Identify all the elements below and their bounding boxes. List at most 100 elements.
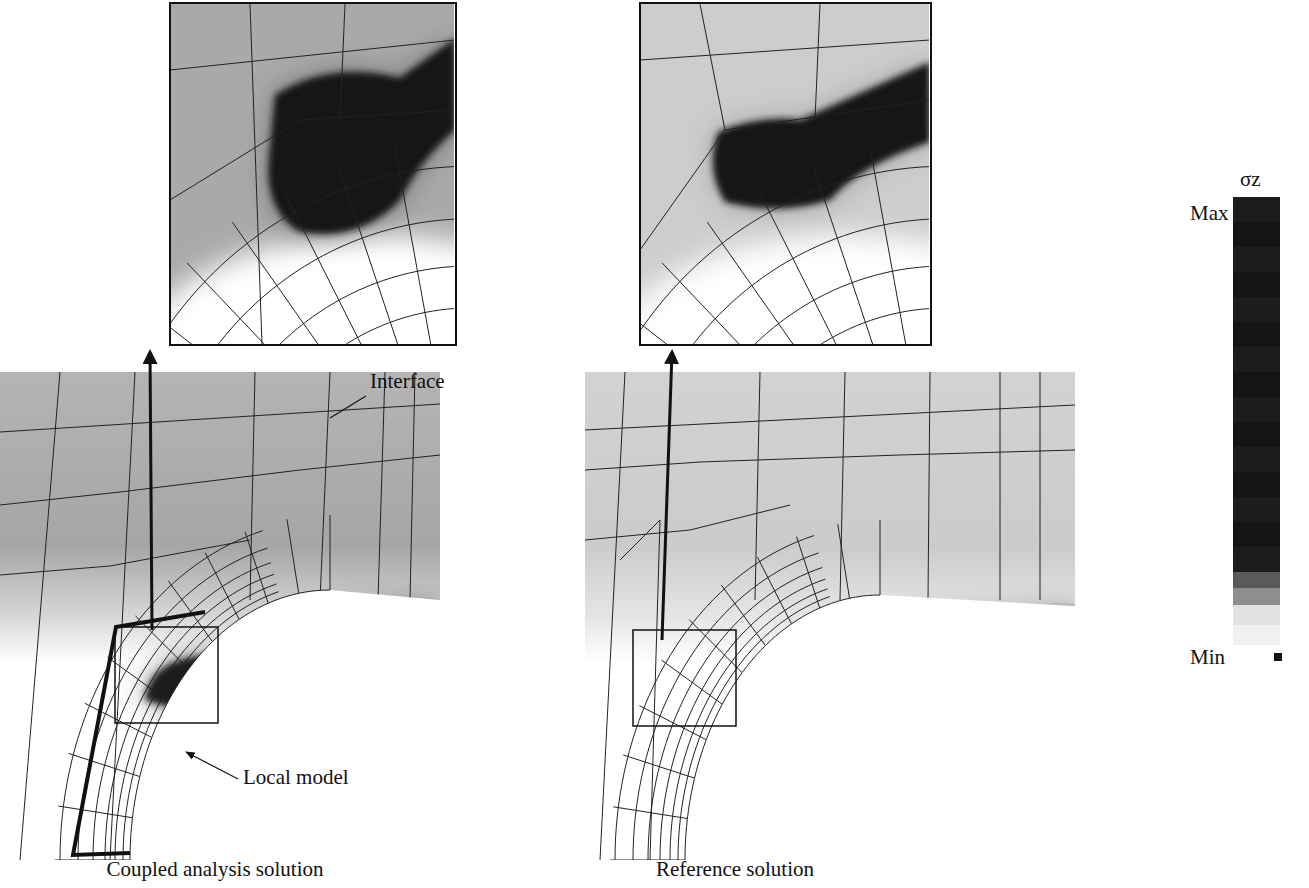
mesh-line [110, 540, 250, 566]
mesh-line [300, 110, 454, 120]
scale-band [1233, 497, 1280, 522]
leader-arrow [186, 752, 238, 779]
mesh-line [812, 164, 888, 344]
mesh-lines [171, 4, 454, 344]
scale-band [1233, 605, 1280, 625]
stress-shading [585, 372, 1075, 662]
mesh-line [755, 372, 760, 600]
mesh-line [250, 4, 262, 344]
mesh-line [758, 189, 866, 344]
mesh-line [585, 405, 1075, 430]
mesh-line [900, 450, 1075, 455]
low-stress-region [171, 235, 454, 344]
scale-band [1233, 222, 1280, 247]
scale-band [1233, 197, 1280, 222]
mesh-line [700, 455, 900, 462]
mesh-line [623, 755, 694, 778]
mesh-line [641, 219, 929, 344]
mesh-line [0, 404, 440, 432]
high-stress-band [765, 608, 1075, 686]
mesh-line [650, 520, 660, 860]
mesh-line [232, 222, 369, 344]
zoom-frame [640, 3, 931, 345]
scale-band [1233, 472, 1280, 497]
local-model-outline [73, 612, 205, 855]
mesh-line [641, 310, 808, 344]
clipped-zoom [641, 4, 929, 344]
scale-title: σz [1240, 168, 1261, 191]
mesh-line [797, 537, 820, 608]
mesh-lines [585, 372, 1075, 860]
mesh-line [20, 372, 60, 860]
low-stress-region [641, 235, 929, 344]
callout-label: Interface [370, 370, 445, 393]
clipped-solid [585, 372, 1075, 860]
annotation-lines [73, 352, 672, 855]
scale-limit: Max [1190, 202, 1229, 225]
scale-band [1233, 625, 1280, 645]
mesh-line [641, 130, 725, 250]
mesh-line [205, 553, 239, 620]
mesh-line [168, 581, 212, 642]
mesh-line [880, 520, 881, 595]
clipped-solid [0, 372, 440, 860]
mesh-line [928, 372, 930, 600]
mesh-line [120, 470, 300, 492]
mesh-line [171, 310, 333, 344]
scale-band [1233, 397, 1280, 422]
mesh-line [283, 189, 391, 344]
mesh-line [187, 263, 350, 344]
mesh-line [115, 584, 277, 860]
mesh-line [641, 40, 929, 60]
mesh-line [705, 308, 929, 344]
mesh-line [662, 263, 825, 344]
high-stress-band [269, 38, 454, 234]
mesh-line [700, 4, 725, 130]
scale-band [1233, 322, 1280, 347]
fillet-boundary [685, 595, 880, 860]
mesh-line [585, 462, 700, 470]
mesh-line [585, 530, 690, 540]
scale-band [1233, 572, 1280, 588]
scale-band [1233, 297, 1280, 322]
mesh-lines [0, 372, 440, 860]
coupled-model-view [0, 372, 440, 860]
mesh-line [110, 372, 135, 860]
stress-halo [765, 608, 1075, 686]
mesh-line [665, 266, 929, 344]
mesh-line [395, 147, 438, 344]
mesh-line [600, 372, 625, 860]
mesh-line [690, 505, 790, 530]
scale-band [1233, 372, 1280, 397]
clipped-zoom [171, 4, 454, 344]
stress-halo [713, 62, 929, 209]
zoom-frame [170, 3, 456, 345]
scale-band [1233, 347, 1280, 372]
leader-line [330, 396, 366, 418]
scale-limit: Min [1190, 646, 1225, 669]
mesh-line [300, 455, 440, 470]
mesh-line [840, 372, 845, 600]
mesh-line [340, 4, 345, 120]
mesh-line [721, 585, 765, 646]
mesh-line [689, 620, 742, 673]
scale-band [1233, 447, 1280, 472]
scale-band [1233, 522, 1280, 547]
coupled-zoom-view [77, 3, 615, 560]
mesh-line [108, 657, 169, 701]
mesh-line [0, 492, 120, 505]
mesh-line [320, 372, 330, 600]
reference-model-view [585, 372, 1075, 860]
mesh-line [171, 166, 454, 344]
mesh-line [250, 372, 255, 600]
zoom-window [115, 627, 218, 723]
zoom-window [633, 630, 736, 726]
mesh-line [0, 566, 110, 575]
mesh-line [68, 753, 139, 776]
mesh-line [757, 557, 791, 624]
scale-band [1233, 422, 1280, 447]
mesh-line [838, 524, 850, 598]
mesh-line [725, 100, 929, 130]
callout-label: Local model [243, 766, 349, 789]
